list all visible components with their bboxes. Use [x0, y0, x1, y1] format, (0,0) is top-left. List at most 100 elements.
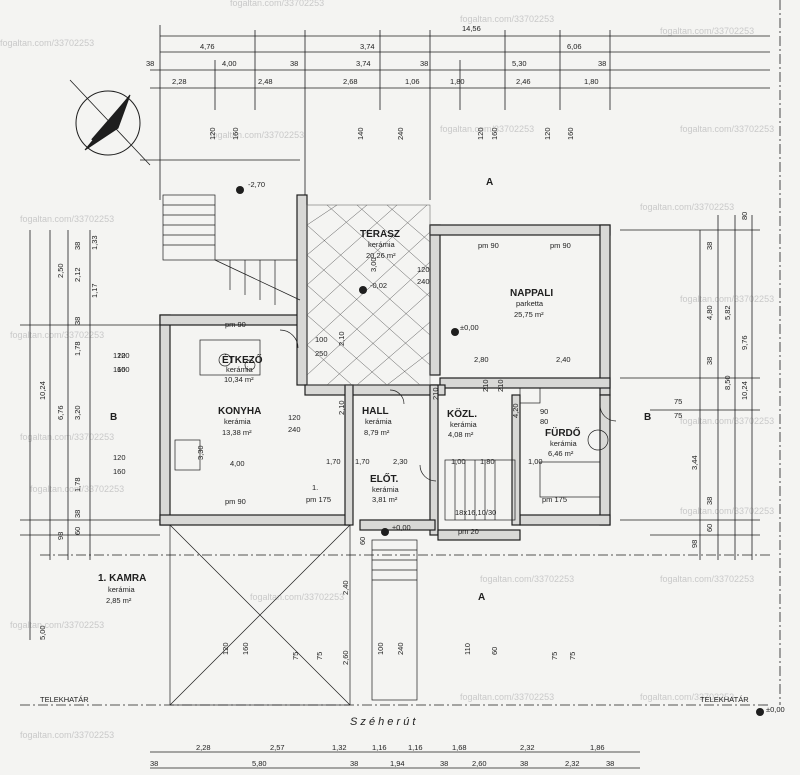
watermark: fogaltan.com/33702253	[680, 506, 774, 516]
dim-bottom-2: 38	[350, 759, 358, 768]
dim-top-4: 2,28	[172, 77, 187, 86]
svg-text:120: 120	[288, 413, 301, 422]
dim-right-part: 75	[674, 397, 682, 406]
dim-right-part: 3,44	[690, 455, 699, 470]
svg-text:240: 240	[288, 425, 301, 434]
dim-right-part: 38	[705, 242, 714, 250]
dim-vert: 140	[356, 127, 365, 140]
svg-text:25,75 m²: 25,75 m²	[514, 310, 544, 319]
svg-text:1,70: 1,70	[326, 457, 341, 466]
dim-right-part: 60	[705, 524, 714, 532]
svg-text:160: 160	[241, 642, 250, 655]
dim-vert: 120	[208, 127, 217, 140]
svg-text:kerámia: kerámia	[108, 585, 136, 594]
dim-left-part: 3,20	[73, 405, 82, 420]
svg-text:4,20: 4,20	[511, 403, 520, 418]
dim-right-outer: 80	[740, 212, 749, 220]
svg-text:60: 60	[490, 647, 499, 655]
watermark: fogaltan.com/33702253	[0, 38, 94, 48]
svg-text:13,38 m²: 13,38 m²	[222, 428, 252, 437]
svg-text:1. KAMRA: 1. KAMRA	[98, 573, 146, 584]
level-terasz: -0,02	[370, 281, 387, 290]
dim-bottom-2: 38	[520, 759, 528, 768]
dim-left-part: 1,78	[73, 341, 82, 356]
dim-top-4: 1,06	[405, 77, 420, 86]
svg-text:FÜRDŐ: FÜRDŐ	[545, 426, 581, 439]
svg-text:8,79 m²: 8,79 m²	[364, 428, 390, 437]
dim-right-outer: 8,50	[723, 375, 732, 390]
dim-left-total: 10,24	[38, 381, 47, 400]
svg-text:100: 100	[376, 642, 385, 655]
dim-left-group: 98	[56, 532, 65, 540]
label-pm175: pm 175	[306, 495, 331, 504]
level-nappali: ±0,00	[460, 323, 479, 332]
svg-text:2,10: 2,10	[337, 400, 346, 415]
dim-left-fine: 1,17	[90, 283, 99, 298]
svg-text:240: 240	[417, 277, 430, 286]
room-kamra: 1. KAMRA kerámia 2,85 m² 1.	[98, 483, 318, 605]
entrance-steps	[169, 329, 617, 706]
dim-bottom-1: 1,32	[332, 743, 347, 752]
svg-text:120: 120	[221, 642, 230, 655]
svg-text:1,00: 1,00	[528, 457, 543, 466]
svg-text:kerámia: kerámia	[372, 485, 400, 494]
watermark: fogaltan.com/33702253	[460, 692, 554, 702]
svg-text:2,85 m²: 2,85 m²	[106, 596, 132, 605]
svg-text:160: 160	[117, 365, 130, 374]
watermark: fogaltan.com/33702253	[20, 214, 114, 224]
svg-text:75: 75	[550, 652, 559, 660]
dim-total-top: 14,56	[462, 24, 481, 33]
watermark: fogaltan.com/33702253	[20, 730, 114, 740]
watermark: fogaltan.com/33702253	[250, 592, 344, 602]
svg-text:ELŐT.: ELŐT.	[370, 472, 399, 485]
level-marker-icon	[236, 186, 764, 716]
svg-text:110: 110	[463, 643, 472, 655]
terrace-hatch	[306, 204, 431, 386]
svg-text:KÖZL.: KÖZL.	[447, 407, 477, 420]
dim-left-part: 38	[73, 242, 82, 250]
svg-text:4,08 m²: 4,08 m²	[448, 430, 474, 439]
dim-vert: 160	[490, 127, 499, 140]
dim-top-3: 38	[598, 59, 606, 68]
watermark: fogaltan.com/33702253	[10, 330, 104, 340]
svg-text:kerámia: kerámia	[365, 417, 393, 426]
dim-left-part: 1,78	[73, 477, 82, 492]
svg-text:kerámia: kerámia	[450, 420, 478, 429]
dim-top-3: 3,74	[356, 59, 371, 68]
watermark: fogaltan.com/33702253	[680, 294, 774, 304]
svg-text:75: 75	[291, 652, 300, 660]
svg-text:2,60: 2,60	[341, 650, 350, 665]
svg-text:ÉTKEZŐ: ÉTKEZŐ	[222, 353, 263, 366]
dim-bottom-1: 1,16	[372, 743, 387, 752]
svg-text:2,40: 2,40	[556, 355, 571, 364]
svg-text:2,40: 2,40	[341, 580, 350, 595]
svg-text:5,00: 5,00	[38, 625, 47, 640]
svg-text:210: 210	[481, 379, 490, 392]
level-elot: ±0,00	[392, 523, 411, 532]
dim-top-2c: 6,06	[567, 42, 582, 51]
dim-bottom-1: 1,68	[452, 743, 467, 752]
dim-left-group: 6,76	[56, 405, 65, 420]
dim-bottom-1: 1,16	[408, 743, 423, 752]
dim-top-3: 38	[290, 59, 298, 68]
dim-left-fine: 120	[113, 453, 126, 462]
svg-text:KONYHA: KONYHA	[218, 406, 261, 417]
dim-right-outer: 9,76	[740, 335, 749, 350]
svg-text:2,80: 2,80	[474, 355, 489, 364]
room-konyha: KONYHA kerámia 13,38 m²	[218, 406, 261, 437]
dim-left-part: 60	[73, 527, 82, 535]
svg-text:1,70: 1,70	[355, 457, 370, 466]
svg-text:1.: 1.	[312, 483, 318, 492]
svg-text:80: 80	[540, 417, 548, 426]
dim-left-part: 38	[73, 510, 82, 518]
room-terasz: TERASZ kerámia 20,26 m²	[360, 229, 400, 260]
watermark: fogaltan.com/33702253	[460, 14, 554, 24]
dim-vert: 160	[231, 127, 240, 140]
room-kozl: KÖZL. kerámia 4,08 m²	[447, 407, 478, 439]
svg-text:kerámia: kerámia	[224, 417, 252, 426]
svg-text:250: 250	[315, 349, 328, 358]
dim-top-3: 5,30	[512, 59, 527, 68]
dim-top-4: 1,80	[450, 77, 465, 86]
svg-text:2,30: 2,30	[393, 457, 408, 466]
dim-left-fine: 120	[113, 351, 126, 360]
